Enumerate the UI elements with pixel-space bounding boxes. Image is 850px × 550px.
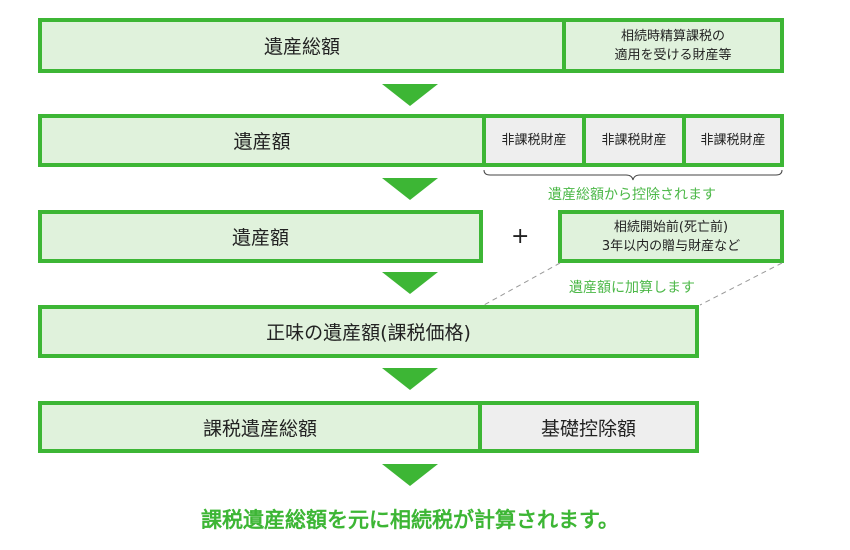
net-estate-label: 正味の遺産額(課税価格) bbox=[42, 309, 695, 354]
row-net-estate: 正味の遺産額(課税価格) bbox=[38, 305, 699, 358]
row-estate-plus-gifts: 遺産額 bbox=[38, 210, 483, 263]
down-arrow-icon bbox=[382, 464, 438, 486]
deduction-note: 遺産総額から控除されます bbox=[548, 187, 716, 203]
row-estate-amount: 遺産額 非課税財産 非課税財産 非課税財産 bbox=[38, 114, 784, 167]
basic-deduction-label: 基礎控除額 bbox=[478, 405, 695, 449]
non-taxable-asset: 非課税財産 bbox=[482, 118, 582, 163]
estate-amount-label: 遺産額 bbox=[42, 214, 479, 259]
settlement-taxation-assets: 相続時精算課税の 適用を受ける財産等 bbox=[562, 22, 780, 69]
total-estate-label: 遺産総額 bbox=[42, 22, 562, 69]
taxable-estate-label: 課税遺産総額 bbox=[42, 405, 478, 449]
prior-gifts-line1: 相続開始前(死亡前) bbox=[613, 219, 729, 235]
down-arrow-icon bbox=[382, 84, 438, 106]
prior-gifts-box: 相続開始前(死亡前) 3年以内の贈与財産など bbox=[558, 210, 784, 263]
prior-gifts-line2: 3年以内の贈与財産など bbox=[601, 238, 741, 254]
non-taxable-asset: 非課税財産 bbox=[582, 118, 682, 163]
brace-icon bbox=[483, 169, 783, 181]
non-taxable-asset: 非課税財産 bbox=[682, 118, 780, 163]
plus-sign: + bbox=[511, 224, 530, 249]
conclusion-text: 課税遺産総額を元に相続税が計算されます。 bbox=[201, 508, 619, 532]
down-arrow-icon bbox=[382, 178, 438, 200]
row-total-estate: 遺産総額 相続時精算課税の 適用を受ける財産等 bbox=[38, 18, 784, 73]
addition-note: 遺産額に加算します bbox=[569, 280, 695, 296]
row-taxable-estate: 課税遺産総額 基礎控除額 bbox=[38, 401, 699, 453]
down-arrow-icon bbox=[382, 272, 438, 294]
estate-amount-label: 遺産額 bbox=[42, 118, 482, 163]
down-arrow-icon bbox=[382, 368, 438, 390]
